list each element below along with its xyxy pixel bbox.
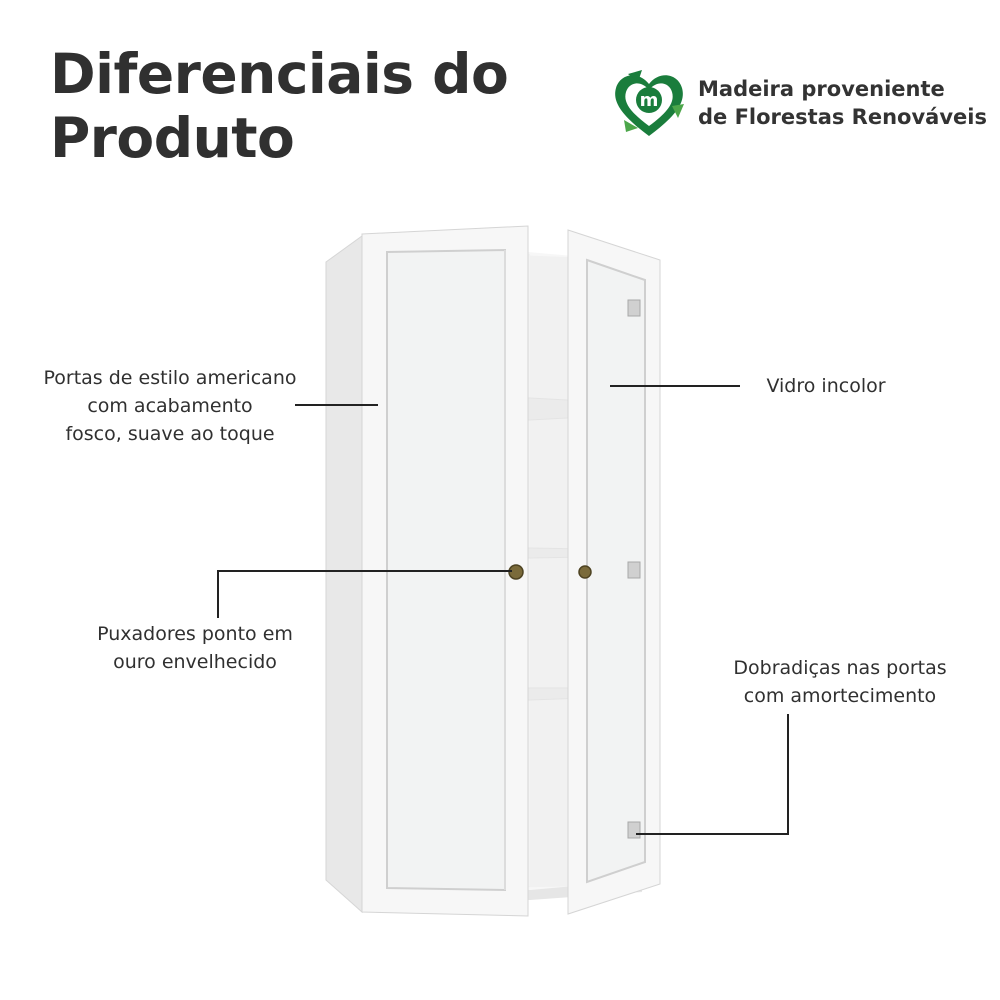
page-title: Diferenciais do Produto <box>50 42 509 170</box>
callout-hinges-line-2: com amortecimento <box>743 685 937 707</box>
title-line-2: Produto <box>50 106 295 170</box>
eco-logo-letter: m <box>640 90 659 111</box>
callout-doors-line-1: Portas de estilo americano <box>43 367 297 389</box>
title-line-1: Diferenciais do <box>50 42 509 106</box>
callout-handles: Puxadores ponto em ouro envelhecido <box>60 620 330 676</box>
right-door <box>567 229 661 915</box>
callout-hinges: Dobradiças nas portas com amortecimento <box>690 654 990 710</box>
callout-doors: Portas de estilo americano com acabament… <box>20 364 320 448</box>
callout-handles-line-1: Puxadores ponto em <box>97 623 293 645</box>
callout-handles-line-2: ouro envelhecido <box>113 651 277 673</box>
callout-doors-line-3: fosco, suave ao toque <box>65 423 275 445</box>
callout-glass-line-1: Vidro incolor <box>766 375 886 397</box>
callout-doors-line-2: com acabamento <box>87 395 253 417</box>
callout-hinges-line-1: Dobradiças nas portas <box>733 657 947 679</box>
eco-line-2: de Florestas Renováveis <box>698 105 987 129</box>
knob-right-icon <box>578 565 592 579</box>
callout-glass: Vidro incolor <box>736 372 916 400</box>
eco-badge-text: Madeira proveniente de Florestas Renováv… <box>698 75 987 131</box>
hinge-icon <box>627 299 641 839</box>
handles-leader-line <box>217 570 512 618</box>
recycle-heart-icon: m <box>615 70 684 136</box>
eco-badge: m Madeira proveniente de Florestas Renov… <box>608 66 987 140</box>
hinges-leader-line <box>636 714 789 835</box>
eco-line-1: Madeira proveniente <box>698 77 945 101</box>
